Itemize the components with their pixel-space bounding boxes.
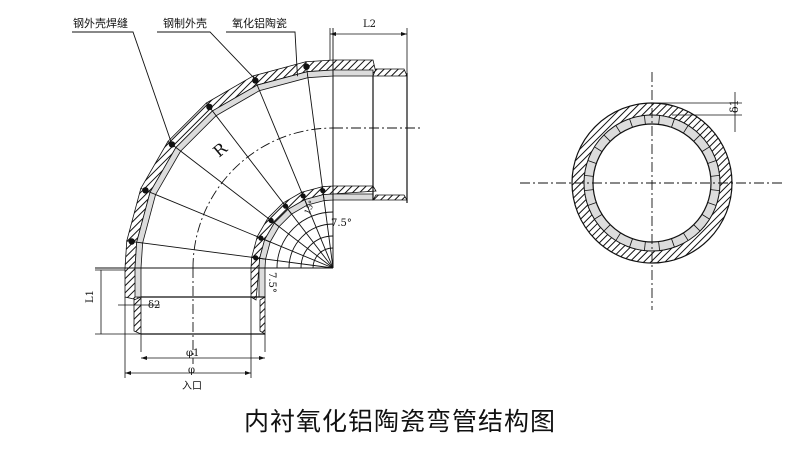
ceramic-tile-joint: [615, 125, 621, 134]
dim-inlet-label: 入口: [182, 381, 202, 392]
ceramic-tile-joint: [594, 214, 603, 220]
callout-weld-label: 钢外壳焊缝: [73, 16, 128, 30]
ceramic-tile-joint: [710, 174, 720, 177]
weld-seam-inner: [258, 235, 264, 241]
callout-weld-leader: [72, 31, 173, 145]
callout-ceramic-leader: [226, 31, 298, 77]
ceramic-tile-joint: [594, 146, 603, 152]
ceramic-tile-joint: [584, 174, 594, 177]
dim-phi1-label: φ1: [186, 348, 199, 359]
ceramic-tile-joint: [693, 134, 701, 142]
ceramic-tile-joint: [658, 241, 661, 251]
arrow-icon: [141, 356, 147, 360]
weld-seam-outer: [142, 187, 149, 194]
arrow-icon: [245, 371, 251, 375]
weld-seam-outer: [206, 103, 213, 111]
ceramic-tile-joint: [701, 146, 710, 152]
outer-ceramic-lining: [306, 69, 334, 79]
dim-phi-label: φ: [188, 365, 195, 376]
dim-angle-top-label: 7.5°: [331, 218, 352, 229]
inlet-spigot-left: [133, 296, 142, 335]
ceramic-tile-joint: [584, 189, 594, 192]
dim-l1-label: L1: [85, 290, 96, 303]
ceramic-tile-joint: [710, 189, 720, 192]
angle-arc: [300, 235, 334, 269]
outlet-lining-top: [332, 69, 374, 77]
ceramic-tile-joint: [587, 160, 597, 164]
ceramic-tile-joint: [643, 241, 646, 251]
ceramic-tile-joint: [615, 232, 621, 241]
weld-seam-outer: [303, 63, 310, 70]
weld-seam-inner: [268, 217, 274, 224]
segment-line: [307, 77, 334, 269]
ceramic-tile-joint: [629, 118, 633, 128]
ceramic-tile-joint: [701, 214, 710, 220]
angle-arc: [312, 247, 334, 269]
inlet-spigot-right: [259, 296, 266, 335]
arrow-icon: [401, 32, 407, 36]
weld-seam-outer: [252, 77, 259, 84]
angle-arc: [276, 211, 334, 269]
arrow-icon: [259, 356, 265, 360]
weld-seam-inner: [300, 193, 306, 199]
outlet-spigot-bottom: [372, 194, 408, 201]
ceramic-tile-joint: [603, 224, 611, 232]
outer-ceramic-lining: [134, 241, 144, 269]
ceramic-tile-joint: [658, 115, 661, 125]
outlet-lining-bottom: [332, 193, 374, 201]
inlet-shell-right: [250, 267, 260, 301]
callout-ceramic-label: 氧化铝陶瓷: [232, 16, 287, 30]
outlet-spigot-top: [372, 68, 408, 77]
outlet-shell-bottom: [332, 185, 377, 195]
ceramic-tile-joint: [693, 224, 701, 232]
dim-delta1-label: δ1: [728, 99, 741, 113]
ceramic-tile-joint: [603, 134, 611, 142]
segment-line: [142, 242, 334, 269]
inner-ceramic-lining: [322, 193, 334, 202]
ceramic-tile-joint: [683, 232, 689, 241]
dim-r-label: R: [209, 138, 231, 161]
inlet-lining-left: [134, 267, 142, 298]
elbow-section-view: [72, 28, 422, 378]
ceramic-tile-joint: [707, 160, 717, 164]
ceramic-tile-joint: [707, 202, 717, 206]
ceramic-tile-joint: [671, 238, 675, 248]
ceramic-tile-joint: [671, 118, 675, 128]
weld-seam-inner: [282, 203, 289, 209]
angle-arc: [288, 223, 334, 269]
ceramic-tile-joint: [683, 125, 689, 134]
dim-delta2-label: δ2: [148, 300, 160, 311]
dim-angle-bottom-label: 7.5°: [266, 272, 277, 293]
weld-seam-inner: [253, 255, 259, 261]
callout-shell-label: 钢制外壳: [163, 16, 207, 30]
callout-shell-leader: [157, 31, 255, 79]
cross-section-view: [520, 72, 785, 310]
dim-l2-label: L2: [363, 19, 376, 30]
figure-caption: 内衬氧化铝陶瓷弯管结构图: [243, 407, 556, 436]
arrow-icon: [125, 371, 131, 375]
centerline-arc: [192, 127, 334, 269]
ceramic-tile-joint: [643, 115, 646, 125]
inner-ceramic-lining: [258, 257, 267, 269]
ceramic-tile-joint: [587, 202, 597, 206]
ceramic-tile-joint: [629, 238, 633, 248]
inlet-lining-right: [258, 267, 266, 298]
weld-seam-outer: [128, 238, 135, 245]
weld-seam-inner: [320, 188, 326, 194]
